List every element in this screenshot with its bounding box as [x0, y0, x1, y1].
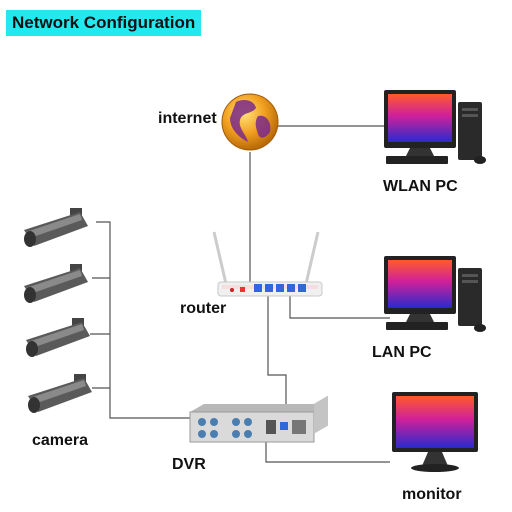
cctv-camera-icon	[24, 208, 88, 247]
desktop-pc-icon	[384, 90, 486, 164]
cctv-camera-icon	[28, 374, 92, 413]
desktop-pc-icon	[384, 256, 486, 332]
page-title: Network Configuration	[6, 10, 202, 36]
globe-icon	[221, 93, 279, 151]
wire-dvr-monitor	[265, 440, 390, 463]
monitor-label: monitor	[402, 486, 462, 503]
internet-label: internet	[158, 110, 217, 127]
wire-router-lanpc	[289, 293, 390, 319]
router-label: router	[180, 300, 227, 317]
wlan-pc-label: WLAN PC	[383, 178, 458, 195]
camera-label: camera	[32, 432, 89, 449]
dvr-icon	[189, 395, 328, 443]
lan-pc-label: LAN PC	[372, 344, 432, 361]
dvr-label: DVR	[172, 456, 206, 473]
wire-camera-bus	[96, 221, 192, 419]
router-icon	[212, 231, 323, 297]
cctv-camera-icon	[24, 264, 88, 303]
monitor-icon	[392, 392, 478, 472]
cctv-camera-icon	[26, 318, 90, 357]
wire-router-dvr	[267, 293, 287, 414]
wires	[90, 125, 390, 463]
